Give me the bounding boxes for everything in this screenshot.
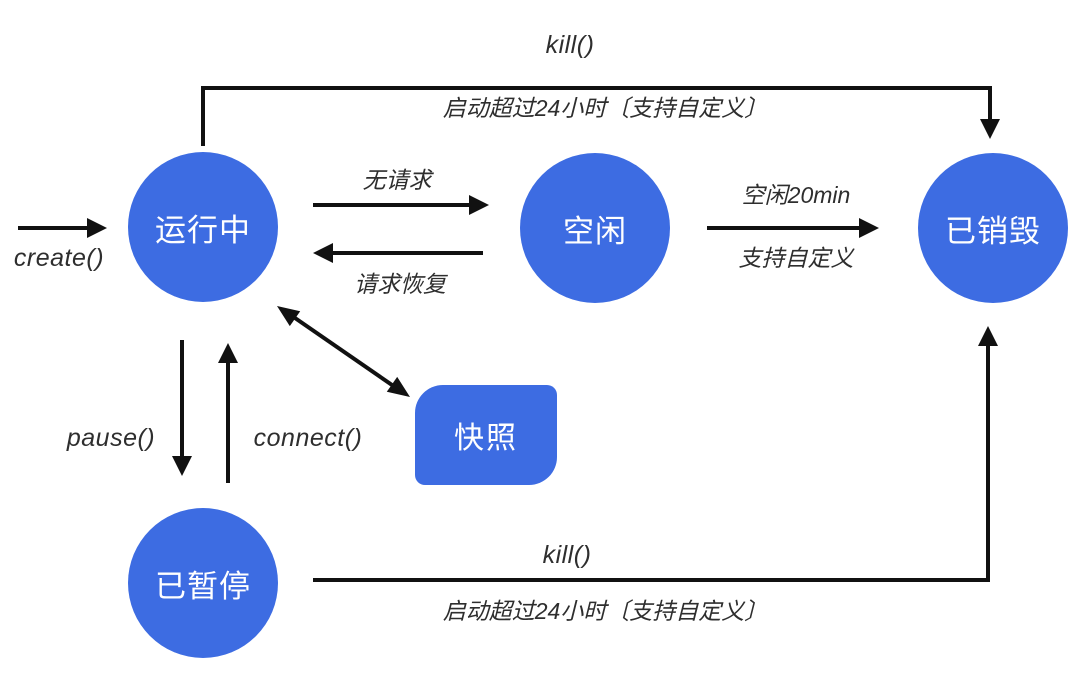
edge-label-no-request: 无请求 xyxy=(362,167,432,193)
node-snapshot: 快照 xyxy=(415,385,557,485)
edge-label-timeout-bottom: 启动超过24小时〔支持自定义〕 xyxy=(442,598,768,624)
edge-label-connect: connect() xyxy=(253,424,363,452)
arrow-snapshot-bidirectional xyxy=(277,306,410,397)
arrow-kill-bottom xyxy=(313,326,998,582)
node-destroyed: 已销毁 xyxy=(918,153,1068,303)
edge-label-timeout-top: 启动超过24小时〔支持自定义〕 xyxy=(442,95,768,121)
edge-label-create: create() xyxy=(13,244,105,272)
edge-label-custom-support: 支持自定义 xyxy=(738,245,854,271)
edge-label-kill-bottom: kill() xyxy=(542,541,592,569)
edge-label-idle-20min: 空闲20min xyxy=(741,182,851,208)
edge-label-kill-top: kill() xyxy=(545,31,595,59)
node-running: 运行中 xyxy=(128,152,278,302)
node-paused: 已暂停 xyxy=(128,508,278,658)
edge-label-pause: pause() xyxy=(66,424,156,452)
node-idle: 空闲 xyxy=(520,153,670,303)
edge-label-request-resume: 请求恢复 xyxy=(354,271,446,297)
arrow-kill-top xyxy=(201,86,1000,146)
